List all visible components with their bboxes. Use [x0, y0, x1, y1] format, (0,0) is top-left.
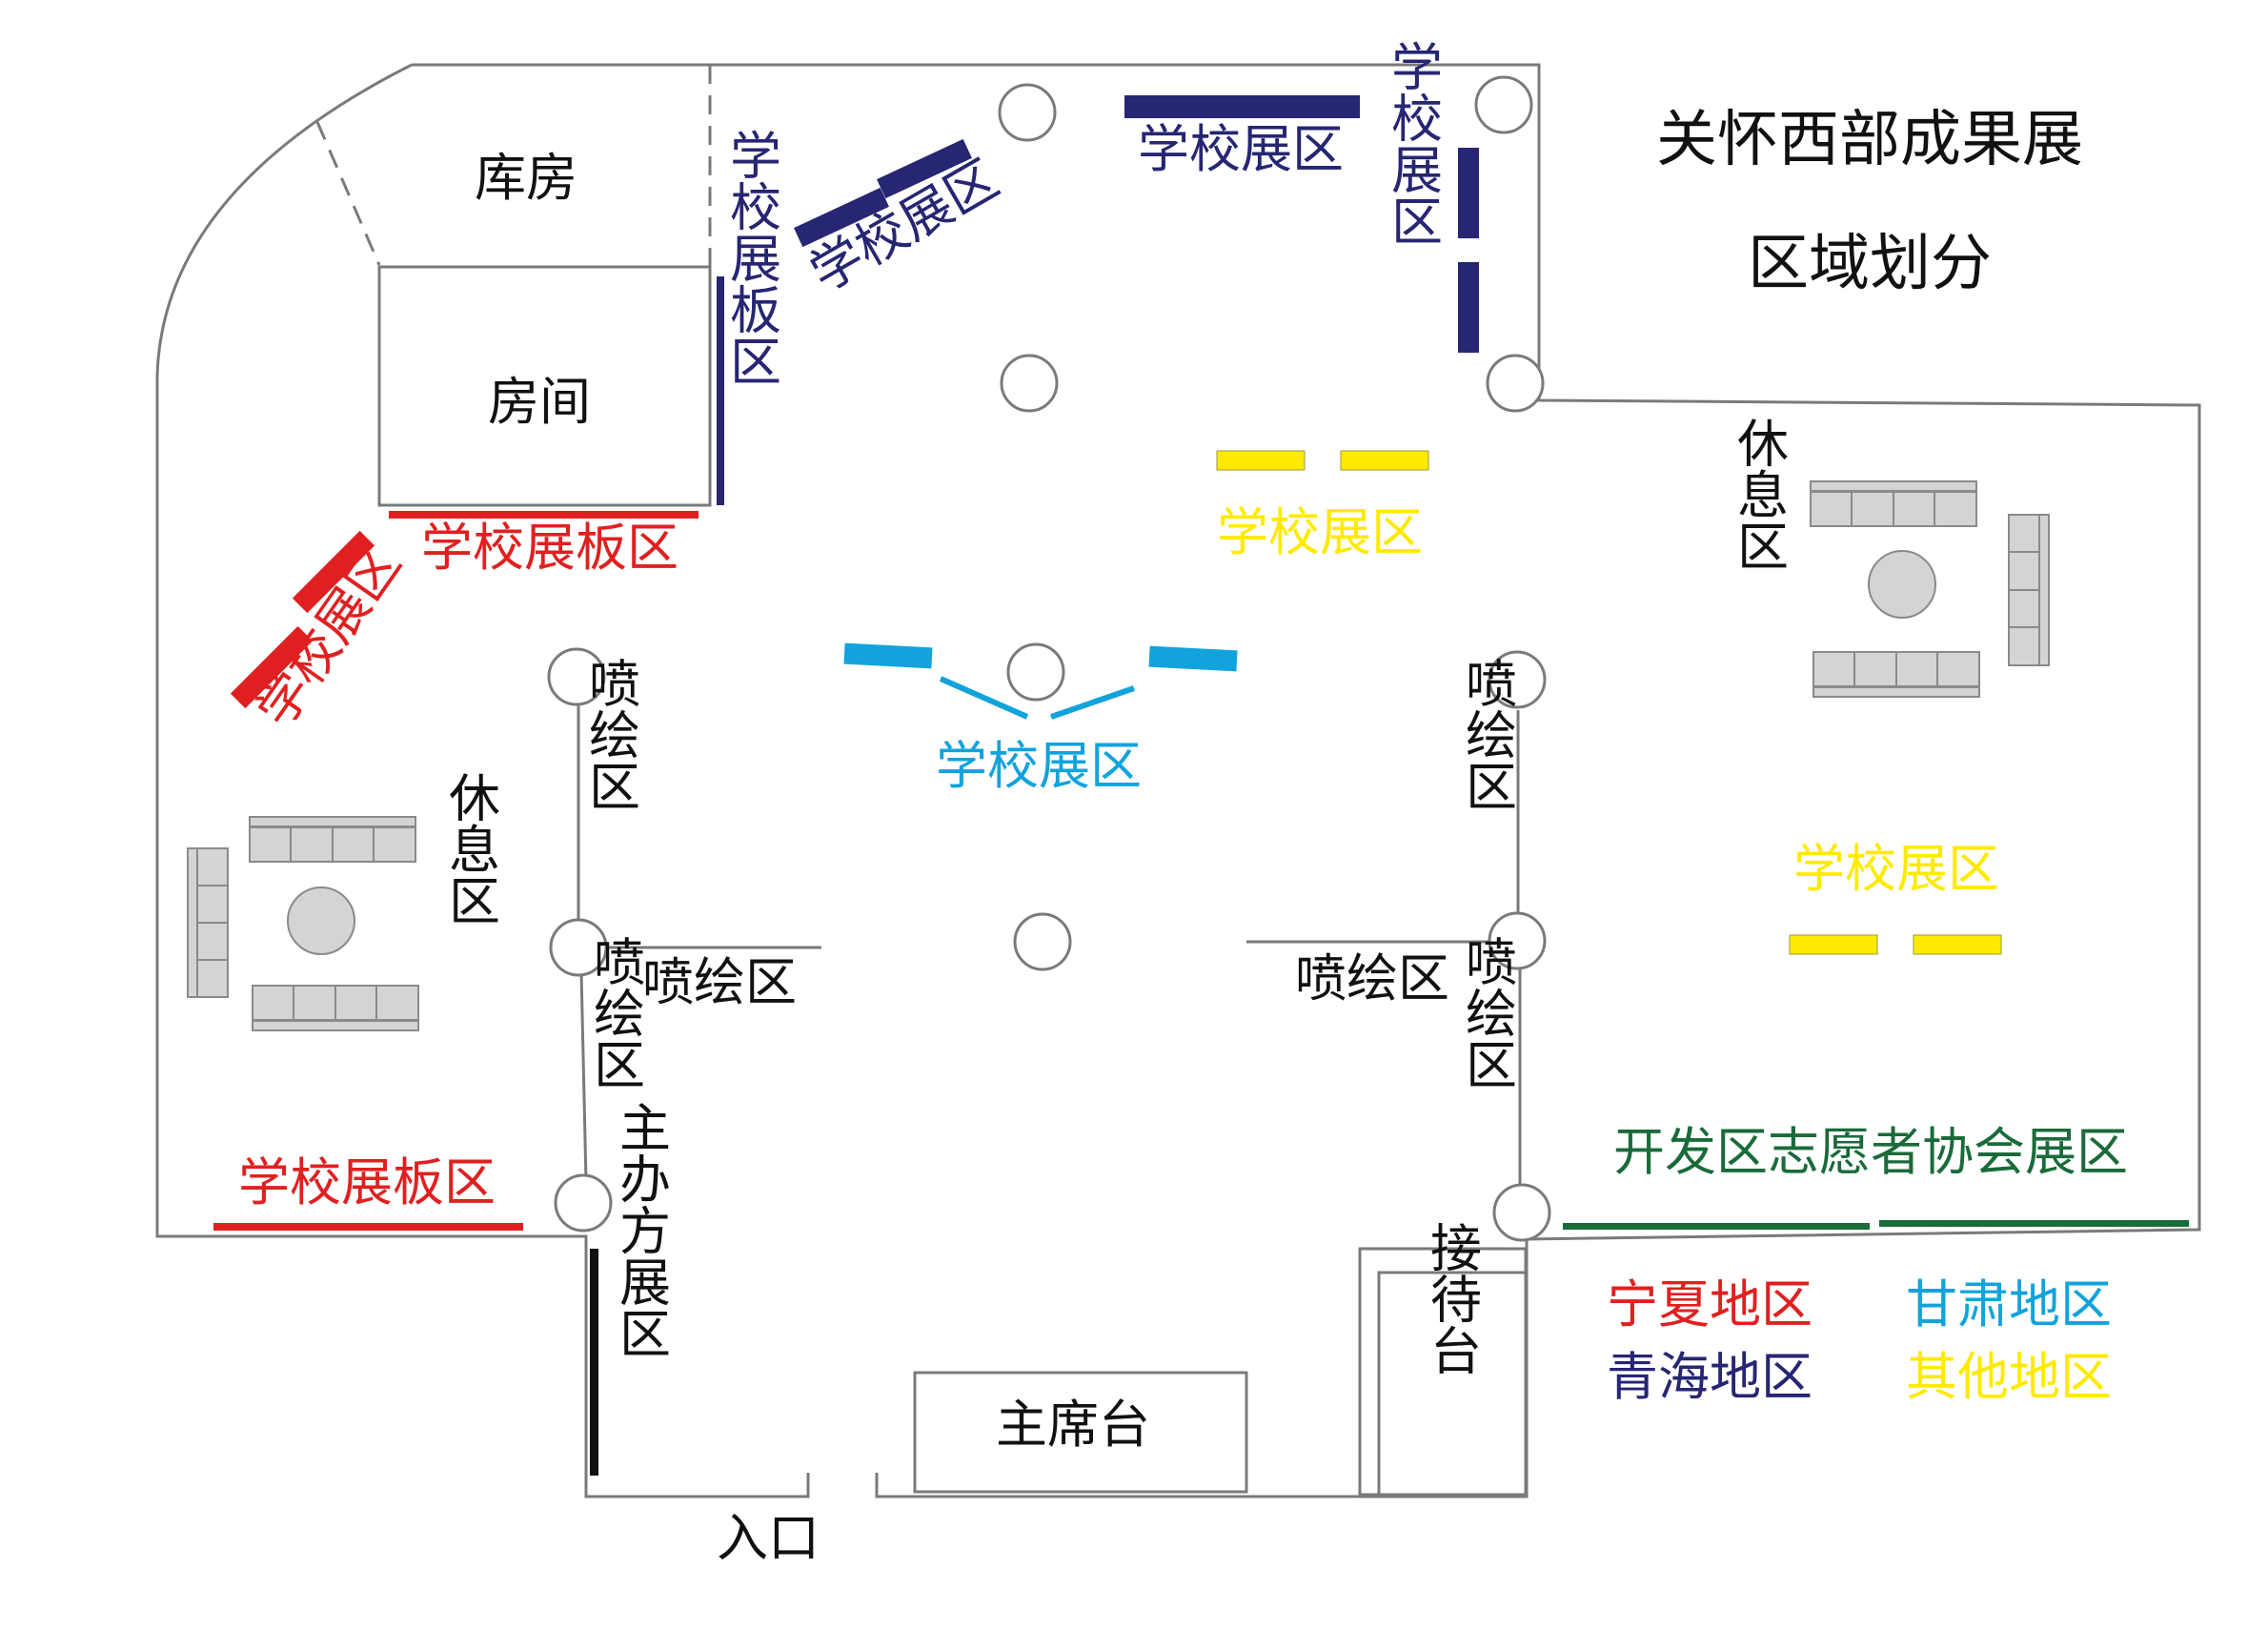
cyan-line-left	[939, 676, 1029, 720]
stage-label: 主席台	[996, 1395, 1150, 1455]
red-bar-diag-2	[292, 530, 375, 614]
cyan-bar-right	[1148, 645, 1238, 672]
navy-bar-diag-1	[794, 187, 889, 248]
left-sofa-side-back	[187, 847, 198, 998]
navy-bar-right-2	[1458, 262, 1479, 353]
column-pillar	[549, 918, 608, 977]
column-pillar	[1006, 642, 1065, 702]
storage-diagonal-dashed-wall	[315, 121, 381, 266]
red-school-board-room: 学校展板区	[421, 518, 678, 578]
navy-school-exhibit-top: 学校展区	[1138, 119, 1344, 179]
column-pillar	[1488, 650, 1547, 709]
reception-label: 接待台	[1422, 1221, 1482, 1375]
host-bar	[590, 1249, 598, 1476]
title-line-2: 区域划分	[1748, 229, 1992, 299]
left-sofa-bottom-back	[252, 1020, 419, 1031]
right-sofa-bottom-back	[1812, 686, 1980, 698]
navy-bar-diag-2	[877, 138, 972, 199]
right-rest-area	[1810, 480, 2050, 698]
column-pillar	[554, 1173, 613, 1233]
spray-left-horizontal: 喷绘区	[642, 952, 797, 1012]
navy-bar-right-1	[1458, 148, 1479, 238]
yellow-school-exhibit-top: 学校展区	[1217, 502, 1423, 562]
navy-bar-vertical	[717, 276, 724, 505]
cyan-school-exhibit: 学校展区	[936, 736, 1142, 796]
red-bar-room	[389, 511, 699, 519]
yellow-bar-2	[1340, 450, 1429, 471]
column-pillar	[1000, 354, 1059, 413]
legend-qinghai: 青海地区	[1607, 1347, 1812, 1407]
cyan-bar-left	[843, 642, 933, 669]
legend-other: 其他地区	[1906, 1347, 2112, 1407]
legend: 宁夏地区 甘肃地区 青海地区 其他地区	[1607, 1274, 2112, 1407]
yellow-bar-1	[1216, 450, 1306, 471]
cyan-line-right	[1050, 685, 1135, 720]
labels: 关怀西部成果展 区域划分 库房 房间 学校展区 学校展区 学校展区 学校展板区 …	[238, 40, 2128, 1568]
red-bar-diag-1	[230, 625, 314, 709]
left-rest-area	[187, 816, 419, 1031]
entrance-label: 入口	[717, 1508, 820, 1568]
spray-left-upper: 喷绘区	[580, 657, 640, 811]
room-box	[377, 265, 712, 507]
outer-wall	[155, 63, 2201, 1498]
yellow-school-exhibit-right: 学校展区	[1793, 839, 1999, 899]
red-bar-bottom	[213, 1223, 523, 1231]
green-bar-1	[1563, 1223, 1870, 1230]
column-pillar	[1013, 912, 1072, 971]
navy-school-exhibit-right: 学校展区	[1383, 40, 1443, 246]
left-sofa-top-back	[249, 816, 416, 827]
stage-box	[913, 1371, 1248, 1494]
columns	[547, 75, 1551, 1242]
right-round-table	[1868, 550, 1936, 619]
reception-booth-inner	[1377, 1271, 1528, 1497]
navy-school-board-vertical: 学校展板区	[721, 129, 781, 386]
rest-area-furniture	[187, 480, 2050, 1031]
legend-gansu: 甘肃地区	[1906, 1274, 2112, 1335]
host-area-label: 主办方展区	[611, 1101, 671, 1358]
right-sofa-side-back	[2038, 514, 2050, 666]
yellow-bar-4	[1913, 934, 2002, 955]
spray-right-upper: 喷绘区	[1457, 657, 1517, 811]
left-round-table	[287, 886, 355, 955]
right-sofa-top-back	[1810, 480, 1977, 492]
spray-right-horizontal: 喷绘区	[1295, 948, 1449, 1009]
volunteer-exhibit-label: 开发区志愿者协会展区	[1613, 1122, 2128, 1182]
column-pillar	[1486, 354, 1545, 413]
navy-bar-top	[1124, 95, 1360, 118]
storage-label: 库房	[475, 148, 577, 208]
spray-left-lower: 喷绘区	[585, 935, 645, 1090]
title-line-1: 关怀西部成果展	[1656, 105, 2083, 175]
spray-right-lower: 喷绘区	[1457, 935, 1517, 1090]
green-bar-2	[1879, 1220, 2189, 1227]
legend-ningxia: 宁夏地区	[1607, 1274, 1812, 1335]
column-pillar	[1492, 1183, 1551, 1242]
room-label: 房间	[488, 372, 591, 432]
rest-left: 休息区	[440, 771, 500, 926]
exhibit-bars	[213, 95, 2189, 1476]
column-pillar	[547, 647, 606, 706]
left-spray-wall-lower	[579, 971, 588, 1183]
column-pillar	[1474, 75, 1533, 134]
yellow-bar-3	[1789, 934, 1878, 955]
column-pillar	[1488, 911, 1547, 970]
red-school-board-bottom: 学校展板区	[238, 1152, 496, 1212]
rest-right: 休息区	[1729, 417, 1789, 571]
walls	[155, 63, 2201, 1498]
column-pillar	[998, 83, 1057, 142]
